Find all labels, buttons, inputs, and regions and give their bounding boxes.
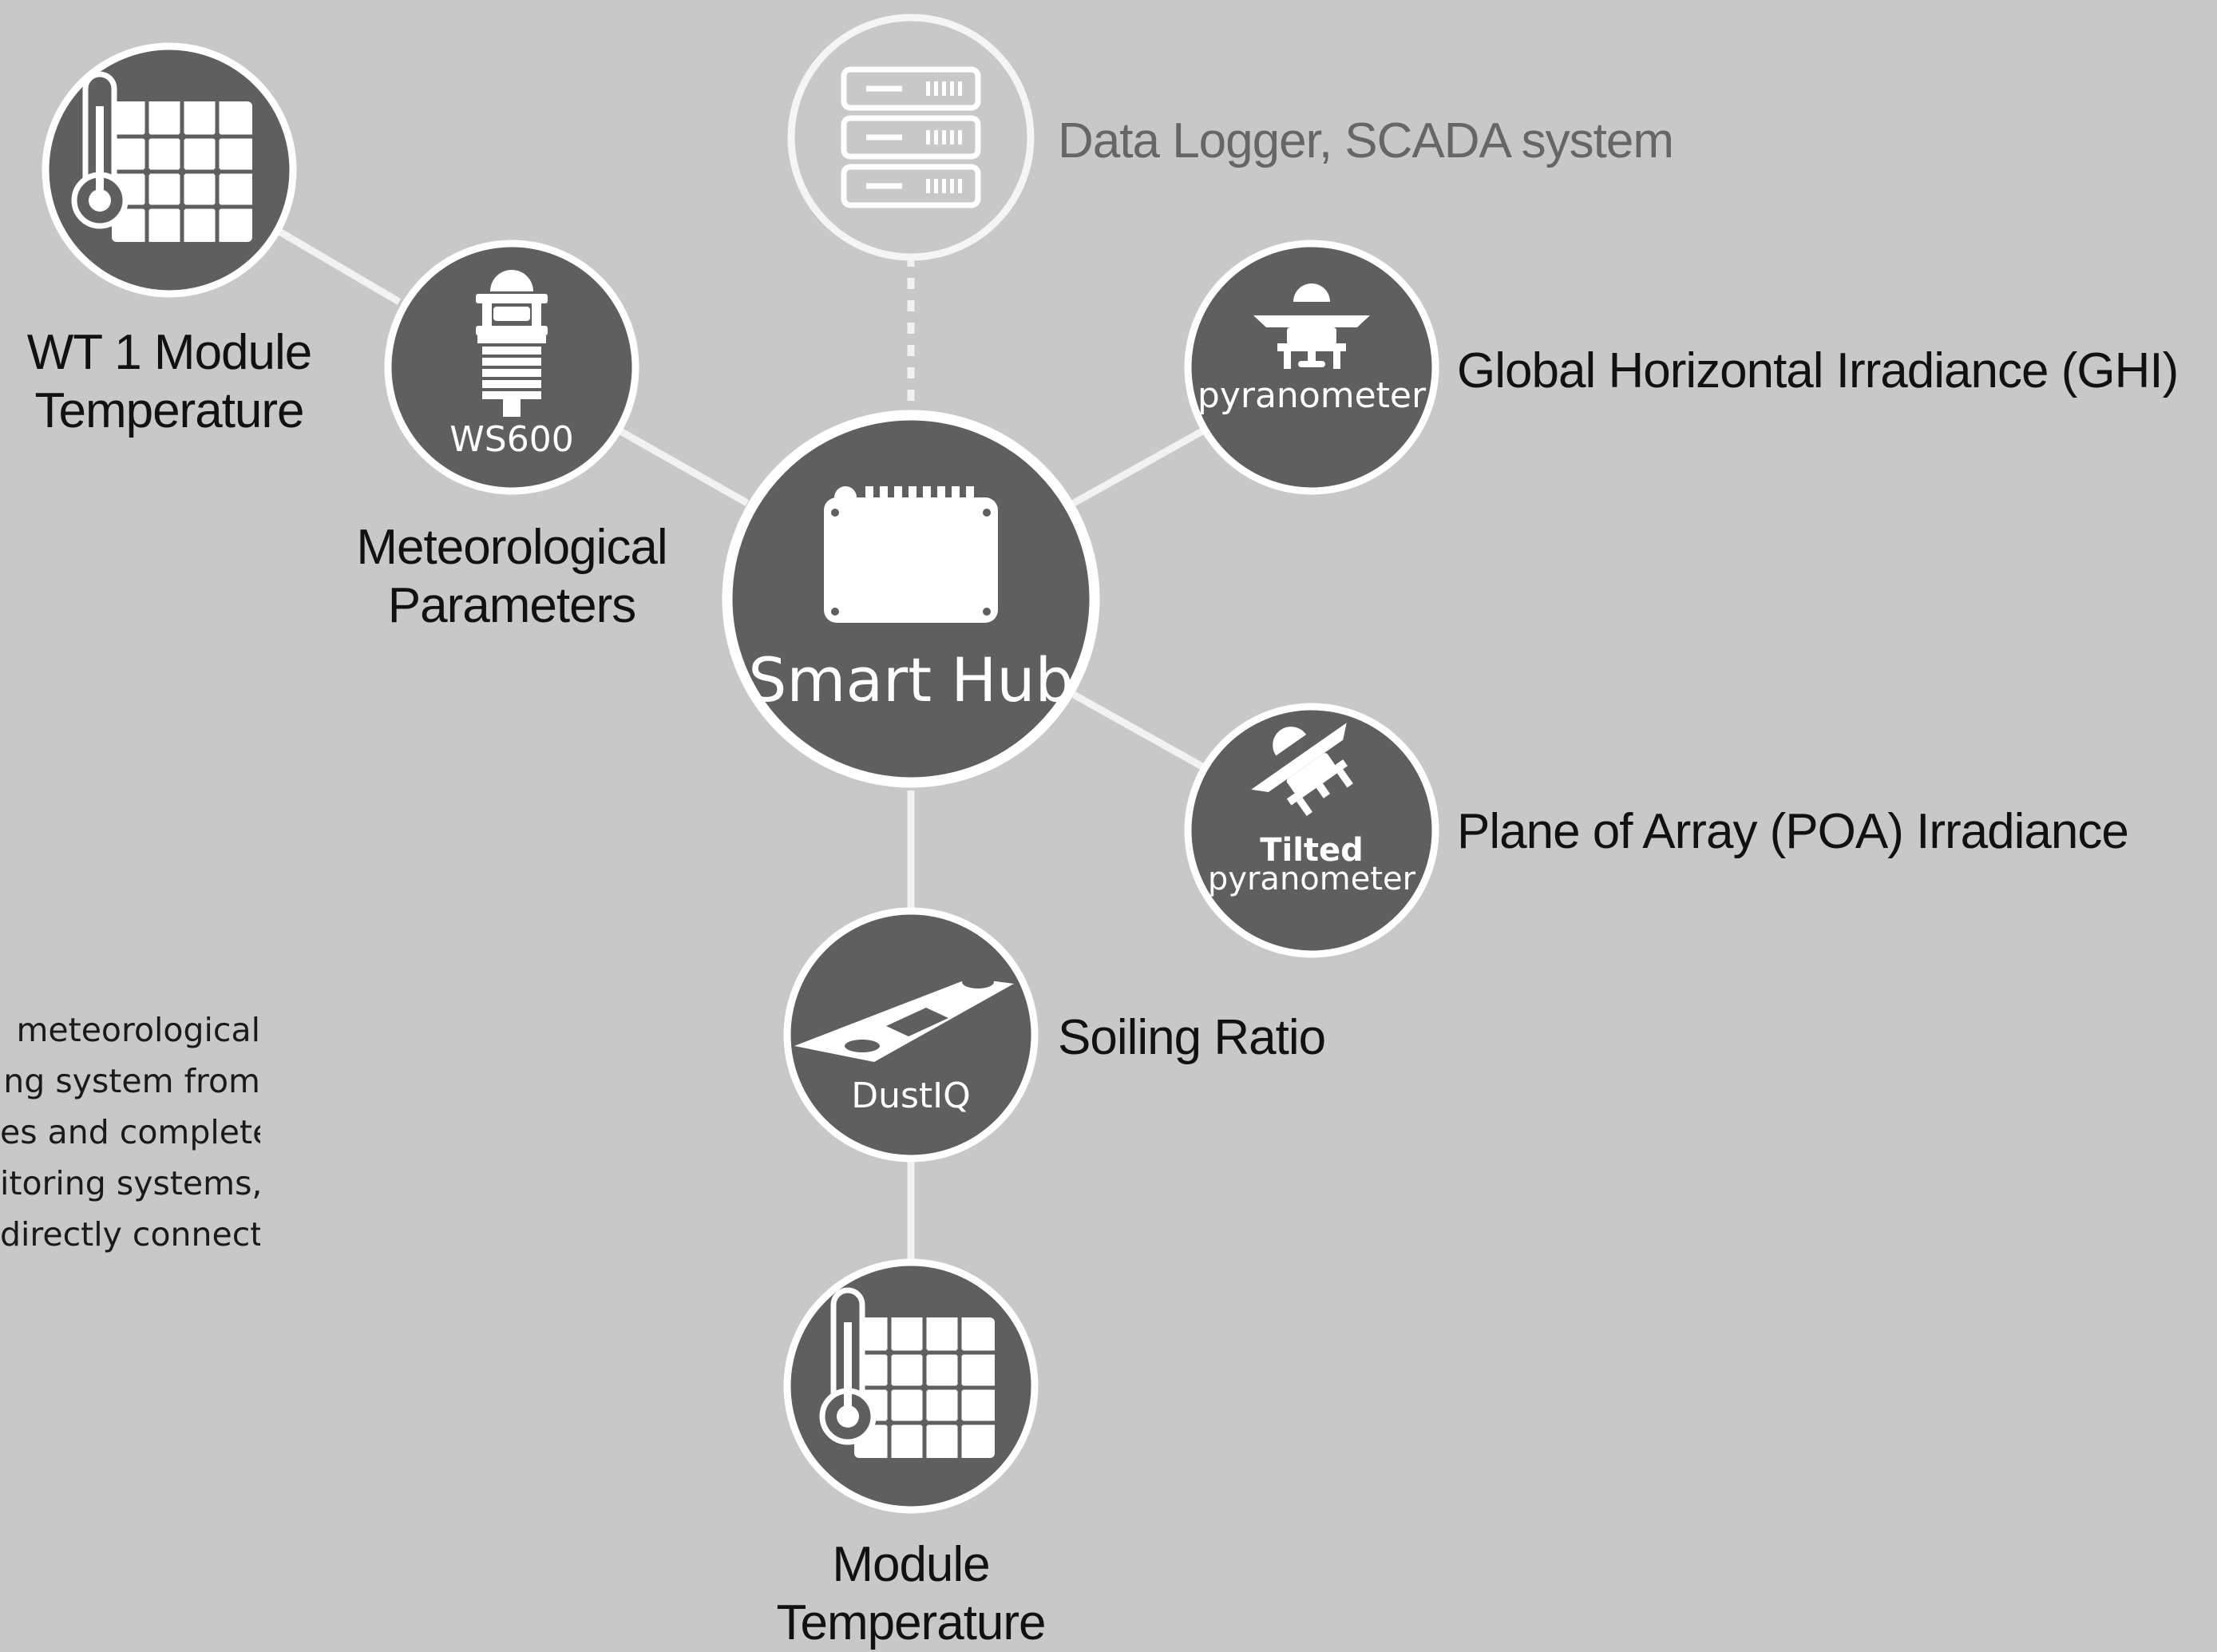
server-rack-icon xyxy=(841,66,981,208)
dustiq-label: Soiling Ratio xyxy=(1058,1010,1325,1065)
ws600-node: WS600 Meteorological Parameters xyxy=(356,240,668,633)
wt1-label-line2: Temperature xyxy=(34,383,303,438)
ghi-caption: pyranometer xyxy=(1198,375,1427,416)
connector-hub-poa xyxy=(1071,691,1205,770)
description-line: ng system from xyxy=(3,1062,260,1100)
dustiq-sensor-icon xyxy=(794,976,1014,1062)
smart-hub-label: Smart Hub xyxy=(748,644,1074,715)
description-line: itoring systems, xyxy=(0,1164,260,1202)
connector-lines xyxy=(277,228,1205,1264)
connector-ws600-hub xyxy=(618,428,750,506)
dustiq-node: DustIQ Soiling Ratio xyxy=(783,907,1326,1163)
description-line: meteorological xyxy=(16,1011,260,1049)
dustiq-caption: DustIQ xyxy=(851,1076,971,1116)
wt1-label-line1: WT 1 Module xyxy=(27,325,312,380)
tilted-pyranometer-icon xyxy=(1251,723,1353,817)
poa-tilted-pyranometer-node: Tilted pyranometer Plane of Array (POA) … xyxy=(1184,703,2129,958)
smart-hub-node[interactable]: Smart Hub xyxy=(722,410,1100,788)
ghi-pyranometer-node: pyranometer Global Horizontal Irradiance… xyxy=(1184,240,2179,495)
ws600-label-line1: Meteorological xyxy=(356,520,667,575)
connector-wt1-ws600 xyxy=(277,228,402,305)
poa-caption-line2: pyranometer xyxy=(1208,861,1416,897)
ws600-caption: WS600 xyxy=(449,419,573,460)
wt1-module-temperature-node: WT 1 Module Temperature xyxy=(27,42,312,438)
pyranometer-icon xyxy=(1253,283,1370,369)
poa-caption-line1: Tilted xyxy=(1260,832,1364,869)
description-line: es and complete xyxy=(0,1113,260,1151)
connector-hub-ghi xyxy=(1071,428,1205,506)
ws600-label-line2: Parameters xyxy=(388,578,635,633)
module-temperature-label-line1: Module xyxy=(832,1537,989,1592)
module-temperature-node: Module Temperature xyxy=(776,1258,1047,1650)
smart-hub-device-icon xyxy=(824,486,998,623)
data-logger-node: Data Logger, SCADA system xyxy=(787,14,1674,261)
data-logger-label: Data Logger, SCADA system xyxy=(1058,113,1673,168)
description-text: meteorological ng system from es and com… xyxy=(0,1004,260,1260)
ghi-label: Global Horizontal Irradiance (GHI) xyxy=(1457,343,2178,398)
module-temperature-label-line2: Temperature xyxy=(776,1595,1045,1650)
weather-station-icon xyxy=(476,270,548,417)
description-line: directly connect xyxy=(0,1215,260,1254)
poa-label: Plane of Array (POA) Irradiance xyxy=(1457,804,2128,859)
